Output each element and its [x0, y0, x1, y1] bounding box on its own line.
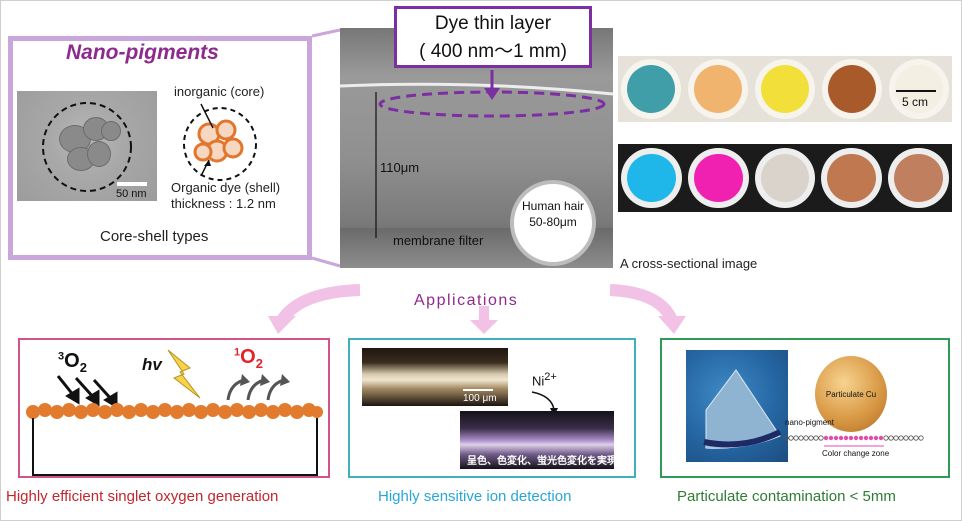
scale-label-5cm: 5 cm: [902, 95, 929, 109]
triplet-oxygen-label: 3O2: [58, 350, 87, 375]
membrane-filter-label: membrane filter: [393, 233, 484, 248]
human-hair-circle: [510, 180, 596, 266]
sample-row-bottom: [618, 144, 952, 212]
singlet-oxygen-main: O: [240, 346, 256, 368]
nickel-ion-sup: 2+: [544, 371, 557, 383]
shell-label-line2: thickness : 1.2 nm: [171, 196, 276, 211]
scale-label-50nm: 50 nm: [116, 188, 147, 200]
cross-section-overlay: [340, 70, 613, 238]
core-shell-types-label: Core-shell types: [100, 228, 209, 245]
fiber-scale-bar: [463, 389, 493, 391]
core-shell-diagram: [183, 103, 257, 181]
sample-disk: [821, 147, 883, 209]
scale-bar-5cm: [896, 90, 936, 92]
singlet-oxygen-label: 1O2: [234, 346, 263, 371]
singlet-oxygen-sup: 1: [234, 346, 241, 359]
sample-disk-color: [627, 65, 676, 113]
sample-disk-color: [894, 153, 943, 203]
particulate-caption: Particulate contamination < 5mm: [677, 488, 896, 505]
tem-dashed-outline: [42, 102, 132, 192]
nano-pigment-label: nano-pigment: [785, 418, 834, 427]
singlet-oxygen-sub: 2: [255, 356, 263, 371]
color-change-zone-label: Color change zone: [822, 449, 890, 458]
dye-thin-layer-box: Dye thin layer ( 400 nm〜1 mm): [394, 6, 592, 68]
shell-label-line1: Organic dye (shell): [171, 180, 281, 195]
sample-disk-color: [827, 153, 877, 203]
singlet-oxygen-illustration: [56, 349, 290, 409]
triplet-oxygen-main: O: [64, 350, 80, 372]
triplet-oxygen-sub: 2: [79, 360, 87, 375]
core-label: inorganic (core): [174, 84, 265, 99]
layer-thickness-label: 110μm: [380, 160, 420, 175]
sample-disk: [688, 59, 749, 119]
substrate-block: [32, 418, 318, 476]
sample-disk-color: [827, 65, 876, 113]
fiber-scale-label: 100 μm: [463, 393, 497, 404]
sample-disk: [621, 59, 682, 119]
applications-arrows: [268, 284, 686, 334]
triplet-oxygen-sup: 3: [58, 350, 65, 363]
fiber-japanese-label: 呈色、色変化、蛍光色変化を実現: [467, 456, 617, 467]
sample-disk: [821, 59, 882, 119]
sample-disk-color: [693, 153, 743, 203]
fiber-before-image: [362, 348, 508, 406]
nickel-ion-label: Ni2+: [532, 371, 557, 388]
dye-thin-layer-title: Dye thin layer: [434, 13, 552, 34]
filter-wedge: [703, 369, 782, 449]
nano-pigments-title: Nano-pigments: [66, 41, 219, 64]
panel-connector-lines: [311, 28, 341, 268]
sample-disk-color: [894, 65, 943, 113]
human-hair-label-line1: Human hair: [521, 199, 585, 213]
sample-disk: [754, 147, 816, 209]
scale-bar-50nm: [117, 182, 147, 186]
human-hair-label-line2: 50-80μm: [529, 215, 577, 229]
singlet-oxygen-caption: Highly efficient singlet oxygen generati…: [6, 488, 279, 505]
sample-disk-color: [761, 65, 809, 113]
sample-disk-color: [627, 153, 676, 203]
applications-label: Applications: [414, 292, 519, 309]
particulate-cu-sphere: [815, 356, 887, 432]
shell-label: Organic dye (shell) thickness : 1.2 nm: [171, 180, 280, 212]
pigment-layer: [26, 403, 323, 419]
sample-disk-color: [694, 65, 743, 113]
nickel-ion-main: Ni: [532, 373, 545, 389]
ion-detection-caption: Highly sensitive ion detection: [378, 488, 572, 505]
nano-pigment-chain: [783, 435, 924, 447]
sample-row-top: [618, 56, 952, 122]
human-hair-label: Human hair 50-80μm: [510, 198, 596, 230]
sample-disk-color: [760, 153, 810, 203]
sample-disk: [621, 147, 682, 209]
dye-thin-layer-range: ( 400 nm〜1 mm): [419, 41, 567, 62]
sample-disk: [888, 147, 949, 209]
light-hv-label: hv: [142, 355, 162, 374]
cross-sectional-caption: A cross-sectional image: [620, 256, 758, 271]
particulate-cu-label: Particulate Cu: [825, 390, 877, 399]
sample-disk: [755, 59, 815, 119]
fiber-after-image: [460, 411, 614, 469]
sample-disk: [888, 59, 949, 119]
sample-disk: [687, 147, 749, 209]
